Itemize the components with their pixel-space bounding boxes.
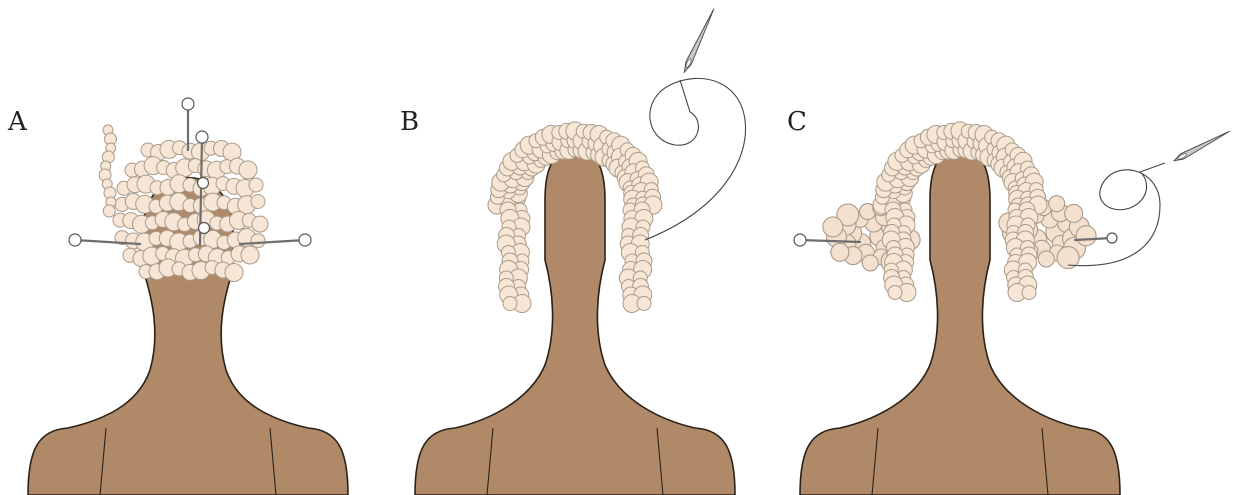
mannequin-front-c (800, 150, 1120, 495)
curl (1065, 204, 1083, 222)
curl (252, 216, 268, 232)
panel-label-b: B (400, 107, 419, 137)
pin-icon (198, 178, 209, 189)
panel-label-c: C (787, 107, 807, 137)
curl (1076, 226, 1096, 246)
pin-icon (199, 223, 210, 234)
pin-icon (196, 131, 208, 143)
pin-icon (69, 234, 81, 246)
curl (1038, 251, 1054, 267)
curl (239, 161, 257, 179)
curl (503, 297, 517, 311)
curl (103, 205, 115, 217)
curl (241, 246, 259, 264)
panel-a: A (7, 98, 348, 495)
pin-icon (794, 234, 806, 246)
panel-c: C (787, 107, 1231, 495)
panel-label-a: A (7, 107, 28, 137)
curl (637, 297, 651, 311)
pin-icon (182, 98, 194, 110)
curl (249, 178, 263, 192)
curl (1022, 286, 1036, 300)
curl (831, 243, 849, 261)
curl (823, 217, 843, 237)
curl (862, 255, 878, 271)
thread-b (645, 78, 746, 240)
needle-icon (682, 7, 717, 73)
needle-icon (1173, 128, 1231, 163)
loose-curl-strand (99, 125, 116, 217)
pin-curls-rows (113, 140, 268, 281)
curl (251, 234, 265, 248)
pin-icon (299, 234, 311, 246)
curl (1049, 196, 1065, 212)
panel-b: B (400, 7, 746, 495)
curl (251, 195, 265, 209)
pin-icon (1107, 233, 1117, 243)
curl (888, 286, 902, 300)
curl (225, 264, 243, 282)
mannequin-front-b (415, 150, 735, 495)
